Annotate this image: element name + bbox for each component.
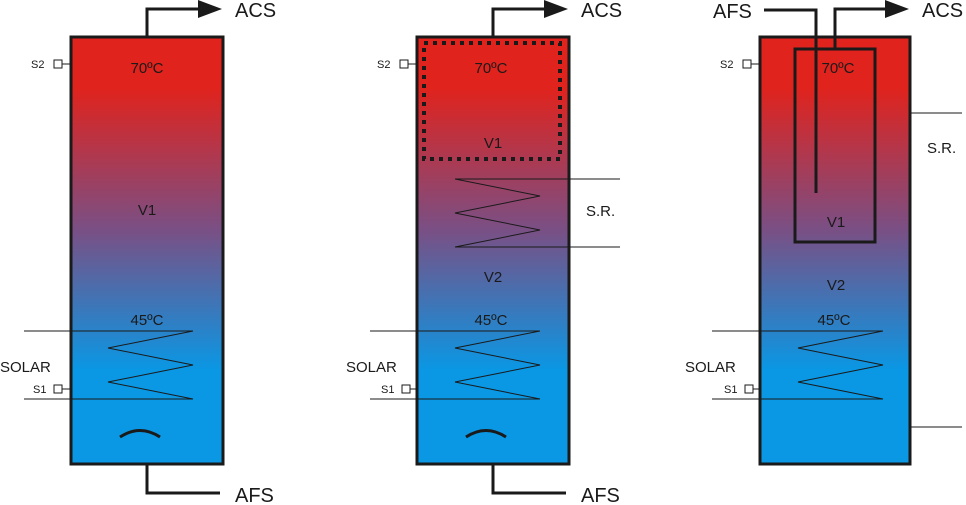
tank-1-solar-label: SOLAR (0, 359, 51, 376)
tank-3-outlet-arrow (885, 0, 909, 18)
tank-1-volume-label: V1 (138, 202, 156, 219)
tank-1-inlet-label: AFS (235, 485, 274, 505)
tank-1-sensor-s1-icon (53, 384, 63, 394)
tank-1-inlet-pipe (145, 464, 220, 495)
tank-2-sensor-s1-label: S1 (381, 384, 394, 396)
tank-2: ACS AFS S2 S1 70ºC V1 S.R. V2 45ºC SOLAR (346, 0, 622, 505)
tank-3-solar-label: SOLAR (685, 359, 736, 376)
tank-1-inlet-deflector (119, 429, 161, 439)
tank-2-outlet-arrow (544, 0, 568, 18)
tank-1-body (69, 35, 225, 466)
tank-3-outlet-label: ACS (922, 0, 963, 22)
tank-1-sensor-s1-label: S1 (33, 384, 46, 396)
tank-2-coil-label: S.R. (586, 203, 615, 220)
tank-3: ACS AFS S2 S1 70ºC V1 V2 45ºC S.R. SOLAR (685, 0, 963, 466)
tank-3-inner-volume-label: V1 (827, 214, 845, 231)
tank-1-outlet-label: ACS (235, 0, 276, 22)
tank-2-inlet-pipe (491, 464, 566, 495)
tank-1-top-temp: 70ºC (131, 60, 164, 77)
tank-2-top-temp: 70ºC (475, 60, 508, 77)
tank-3-sensor-s1-icon (744, 384, 754, 394)
tank-1-sensor-s2-label: S2 (31, 59, 44, 71)
tank-2-solar-label: SOLAR (346, 359, 397, 376)
tank-2-body (415, 35, 571, 466)
tank-2-inlet-deflector (465, 429, 507, 439)
tank-3-outlet-pipe (833, 7, 887, 49)
tank-1-outlet-arrow (198, 0, 222, 18)
tank-3-sensor-s2-label: S2 (720, 59, 733, 71)
tank-3-side-label: S.R. (927, 140, 956, 157)
tank-2-outlet-label: ACS (581, 0, 622, 22)
tank-1-sensor-s2-icon (53, 59, 63, 69)
tank-2-inlet-label: AFS (581, 485, 620, 505)
tank-3-top-temp: 70ºC (822, 60, 855, 77)
tank-3-body (758, 35, 912, 466)
tank-2-outlet-pipe (491, 7, 546, 37)
tank-3-lower-volume-label: V2 (827, 277, 845, 294)
tank-3-inlet-pipe (764, 8, 818, 193)
tank-2-upper-volume-label: V1 (484, 135, 502, 152)
tank-2-auxiliary-coil (454, 178, 620, 248)
tank-3-solar-coil (712, 330, 884, 400)
tank-2-sensor-s1-icon (401, 384, 411, 394)
tank-2-lower-volume-label: V2 (484, 269, 502, 286)
tank-2-sensor-s2-label: S2 (377, 59, 390, 71)
tank-3-sensor-s1-label: S1 (724, 384, 737, 396)
tank-3-bottom-temp: 45ºC (818, 312, 851, 329)
tank-3-inlet-label: AFS (713, 1, 752, 23)
tank-1-outlet-pipe (145, 7, 200, 37)
tank-1: ACS AFS S2 S1 70ºC V1 45ºC SOLAR (0, 0, 276, 505)
tank-2-bottom-temp: 45ºC (475, 312, 508, 329)
tank-3-sensor-s2-icon (742, 59, 752, 69)
tank-1-solar-coil (24, 330, 194, 400)
tank-1-bottom-temp: 45ºC (131, 312, 164, 329)
tank-2-solar-coil (370, 330, 541, 400)
tank-2-sensor-s2-icon (399, 59, 409, 69)
